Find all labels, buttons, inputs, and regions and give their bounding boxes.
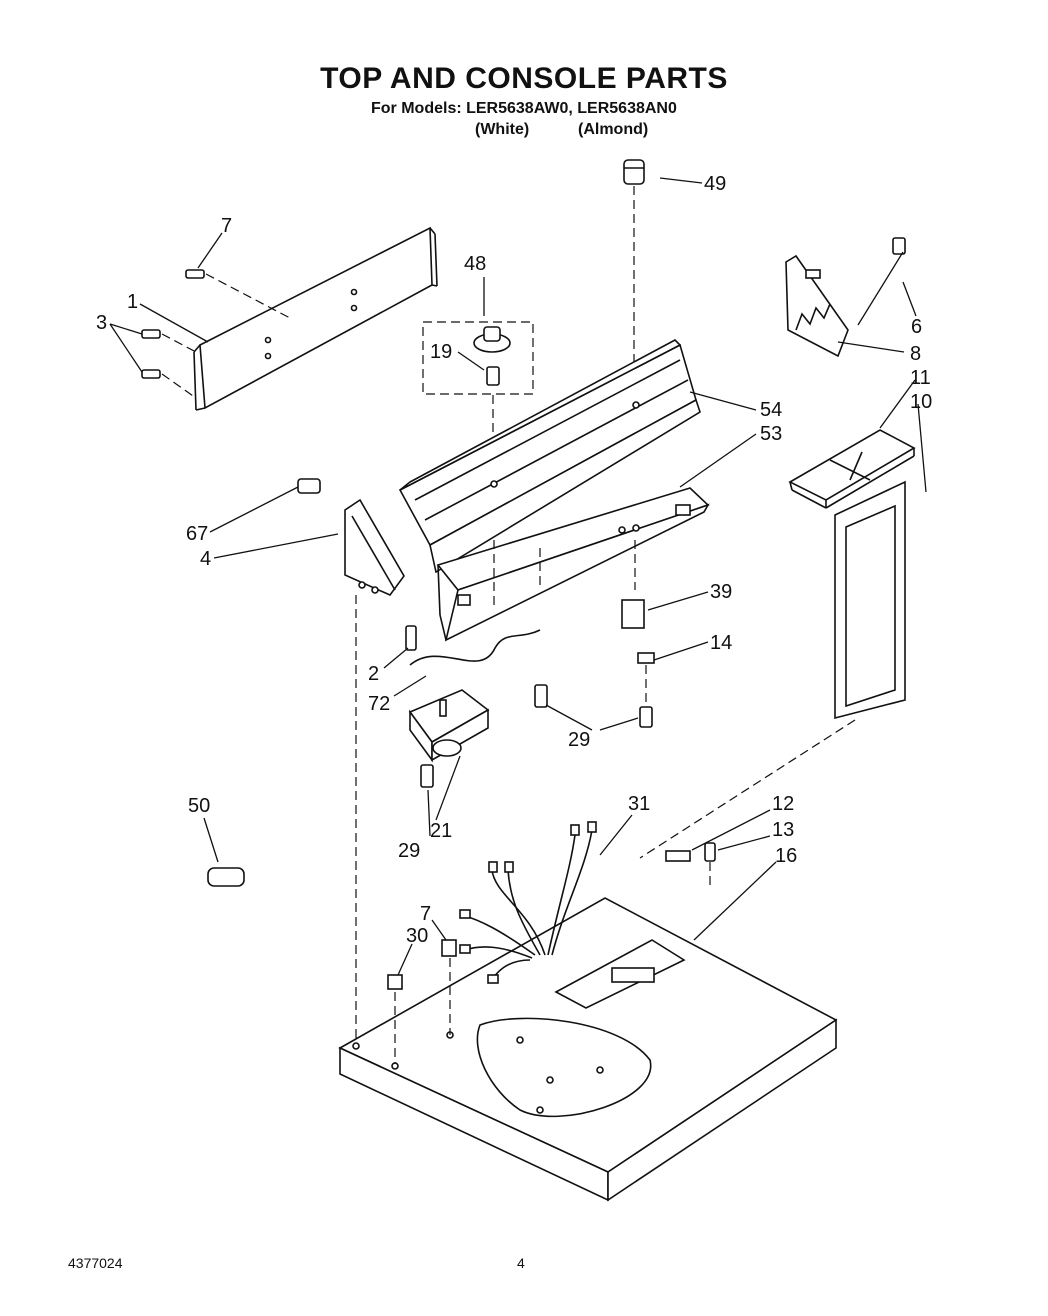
part-50 (207, 867, 245, 887)
callout-19: 19 (430, 341, 452, 363)
screw-29-right (639, 706, 653, 728)
lint-filter-11 (788, 429, 916, 509)
callout-3: 3 (96, 312, 107, 334)
callout-6: 6 (911, 316, 922, 338)
callout-29-center: 29 (568, 729, 590, 751)
screw-7-top (185, 269, 291, 319)
callout-10: 10 (910, 391, 932, 413)
callout-29-left: 29 (398, 840, 420, 862)
callout-14: 14 (710, 632, 732, 654)
document-number: 4377024 (68, 1255, 123, 1271)
knob-49 (623, 159, 645, 400)
wire-harness-31 (459, 821, 652, 1118)
wire-harness-timer (409, 629, 541, 666)
end-cap-4 (344, 498, 405, 1040)
callout-7-lower: 7 (420, 903, 431, 925)
callout-72: 72 (368, 693, 390, 715)
callout-2: 2 (368, 663, 379, 685)
callout-8: 8 (910, 343, 921, 365)
color-almond-label: (Almond) (578, 121, 649, 138)
screw-3-upper (141, 329, 197, 353)
console-54 (398, 339, 701, 574)
callout-16: 16 (775, 845, 797, 867)
lint-housing-10 (639, 480, 906, 859)
callout-48: 48 (464, 253, 486, 275)
clip-12 (665, 850, 691, 862)
top-panel-16 (338, 897, 838, 1202)
callout-11: 11 (910, 367, 931, 389)
timer-21 (408, 689, 490, 763)
screw-13 (704, 842, 716, 890)
color-white-label: (White) (475, 121, 530, 138)
callout-1: 1 (127, 291, 138, 313)
callout-30: 30 (406, 925, 428, 947)
control-panel-53 (436, 487, 710, 642)
callout-13: 13 (772, 819, 794, 841)
screw-3-lower (141, 369, 197, 399)
models-line: For Models: LER5638AW0, LER5638AN0 (371, 100, 677, 117)
callout-49: 49 (704, 173, 726, 195)
callout-12: 12 (772, 793, 794, 815)
callout-53: 53 (760, 423, 782, 445)
page-number: 4 (517, 1255, 525, 1271)
screw-29-left (420, 764, 434, 788)
screw-2 (405, 625, 417, 651)
rear-panel-1 (193, 226, 438, 411)
callout-7-top: 7 (221, 215, 232, 237)
knob-assembly-box (422, 321, 534, 480)
end-cap-8 (785, 254, 849, 358)
screw-29-center (534, 684, 548, 708)
callout-39: 39 (710, 581, 732, 603)
clip-14 (637, 652, 655, 705)
page-title: TOP AND CONSOLE PARTS (320, 62, 728, 95)
callout-31: 31 (628, 793, 650, 815)
clip-7-lower (441, 939, 457, 1035)
callout-67: 67 (186, 523, 208, 545)
callout-4: 4 (200, 548, 211, 570)
screw-6 (892, 237, 906, 255)
bracket-39 (621, 599, 645, 629)
clip-67 (297, 478, 321, 494)
callout-54: 54 (760, 399, 782, 421)
callout-21: 21 (430, 820, 452, 842)
clip-30 (387, 974, 403, 1064)
leader-lines (109, 177, 927, 976)
callout-50: 50 (188, 795, 210, 817)
